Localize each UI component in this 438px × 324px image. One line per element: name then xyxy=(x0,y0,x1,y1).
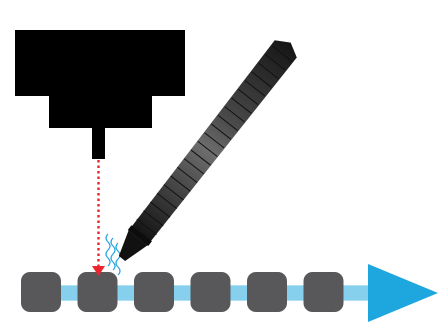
dashed-probe-line xyxy=(92,160,105,276)
nozzle-ring xyxy=(163,184,184,201)
nozzle-ring xyxy=(244,80,266,97)
conveyor-items xyxy=(21,272,344,312)
nozzle-ring xyxy=(231,97,252,114)
sensor-neck xyxy=(49,94,152,128)
nozzle-ring xyxy=(224,106,245,123)
nozzle-ring xyxy=(197,140,218,158)
conveyor-item-4 xyxy=(190,272,231,312)
nozzle-ring xyxy=(177,166,198,184)
nozzle-ring xyxy=(150,201,171,218)
nozzle-ring xyxy=(136,218,157,236)
nozzle-collar xyxy=(127,225,152,247)
conveyor-item-3 xyxy=(134,272,174,312)
conveyor-item-5 xyxy=(247,272,287,312)
nozzle-ring xyxy=(217,114,239,132)
nozzle-ring xyxy=(258,62,279,80)
nozzle-ring xyxy=(170,175,191,192)
nozzle-ring xyxy=(190,149,211,166)
conveyor-item-6 xyxy=(303,272,344,312)
nozzle-ring xyxy=(204,132,225,149)
nozzle-body xyxy=(128,40,297,246)
sensor-head xyxy=(15,30,185,96)
nozzle-ring xyxy=(143,210,164,227)
conveyor-item-1 xyxy=(21,272,61,312)
conveyor-item-2 xyxy=(77,272,118,312)
conveyor-arrow-head xyxy=(368,264,438,322)
overhead-sensor-icon xyxy=(15,30,185,159)
nozzle-ring xyxy=(271,45,293,62)
nozzle-ring xyxy=(156,192,178,210)
nozzle-ring xyxy=(183,158,205,175)
sensor-probe-stem xyxy=(92,126,105,159)
nozzle-ring xyxy=(265,54,286,71)
airflow-wave-icon xyxy=(105,233,121,276)
tapered-nozzle-icon xyxy=(118,40,297,261)
nozzle-ring xyxy=(238,88,259,106)
nozzle-rings xyxy=(136,45,293,236)
nozzle-tip xyxy=(118,230,148,261)
nozzle-ring xyxy=(251,71,272,88)
nozzle-ring xyxy=(210,123,232,140)
